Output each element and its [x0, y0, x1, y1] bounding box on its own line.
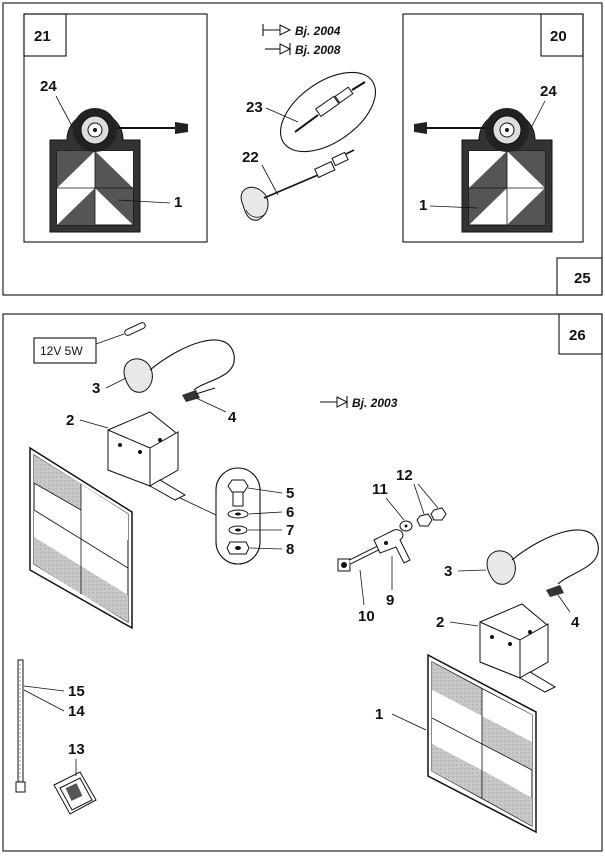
leader-1-bottom: [391, 713, 427, 731]
panel-25-frame: [2, 2, 603, 296]
panel-26-number: 26: [569, 327, 586, 344]
cable-tie: [15, 659, 26, 793]
leader-1-left: [117, 199, 171, 204]
panel-26-frame: [2, 313, 603, 852]
callout-3-right: 3: [444, 563, 452, 580]
box-21-number: 21: [34, 28, 51, 45]
box-20-number-box: [540, 13, 584, 57]
leader-2-left: [79, 419, 109, 429]
box-20-number: 20: [550, 28, 567, 45]
bulb-label-box: [33, 337, 97, 364]
version-note-2: Bj. 2008: [295, 43, 341, 57]
small-parts-middle: [337, 507, 447, 572]
box-21-frame: [23, 13, 208, 243]
leader-4-left: [195, 397, 227, 413]
callout-15: 15: [68, 683, 85, 700]
panel-25: 25 21: [2, 2, 603, 296]
leader-15: [23, 685, 65, 692]
callout-24-left: 24: [40, 78, 57, 95]
version-notes-top: Bj. 2004 Bj. 2008: [262, 24, 341, 57]
leader-12b: [417, 483, 439, 509]
detail-box-21: 21 24: [23, 13, 208, 243]
callout-13: 13: [68, 741, 85, 758]
callout-23: 23: [246, 99, 263, 116]
callout-22: 22: [242, 149, 259, 166]
panel-25-number: 25: [574, 270, 591, 287]
callout-24-right: 24: [540, 83, 557, 100]
leader-10: [359, 569, 365, 606]
leader-24-left: [55, 95, 74, 129]
leader-24-right: [529, 100, 546, 131]
callout-4-right: 4: [571, 614, 580, 631]
leader-6: [248, 511, 283, 515]
callout-5: 5: [286, 485, 294, 502]
callout-4-left: 4: [228, 409, 237, 426]
callout-14: 14: [68, 703, 85, 720]
version-note-1: Bj. 2004: [295, 24, 341, 38]
leader-4-right: [557, 594, 571, 613]
leader-3-left: [105, 377, 127, 389]
callout-1-right: 1: [419, 197, 427, 214]
callout-7: 7: [286, 522, 294, 539]
leader-23: [265, 107, 299, 123]
assembly-right: [427, 529, 599, 834]
panel-25-number-box: [556, 257, 603, 296]
lamp-cable-22: [240, 149, 355, 221]
leader-3-right: [457, 569, 487, 572]
callout-9: 9: [386, 592, 394, 609]
bulb: [124, 322, 146, 336]
callout-6: 6: [286, 504, 294, 521]
box-21-number-box: [23, 13, 67, 57]
callout-2-left: 2: [66, 412, 74, 429]
callout-1-bottom: 1: [375, 706, 383, 723]
version-note-2003: Bj. 2003: [352, 396, 398, 410]
reflector-plate-left: [49, 108, 188, 233]
callout-8: 8: [286, 541, 294, 558]
leader-1-right: [429, 205, 479, 209]
box-20-frame: [402, 13, 584, 243]
panel-26-number-box: [558, 313, 603, 355]
detail-box-20: 20 24 1: [402, 13, 584, 243]
assembly-left: [29, 339, 261, 630]
tie-holder: [53, 771, 97, 815]
callout-1-left: 1: [174, 194, 182, 211]
bulb-leader: [95, 333, 125, 345]
version-note-bottom: Bj. 2003: [320, 396, 398, 410]
callout-2-right: 2: [436, 614, 444, 631]
callout-3-left: 3: [92, 380, 100, 397]
leader-22: [261, 164, 279, 196]
reflector-plate-right: [414, 108, 553, 233]
bulb-label: 12V 5W: [40, 344, 83, 358]
leader-8: [249, 547, 283, 550]
callout-10: 10: [358, 608, 375, 625]
leader-11: [385, 497, 405, 521]
callout-11: 11: [372, 481, 388, 498]
leader-5: [247, 487, 283, 494]
leader-12a: [413, 483, 425, 515]
callout-12: 12: [396, 467, 413, 484]
panel-26: 26 12V 5W Bj. 2003: [2, 313, 603, 852]
leader-14: [23, 689, 65, 712]
connector-23: [279, 71, 377, 153]
leader-2-right: [449, 621, 479, 627]
